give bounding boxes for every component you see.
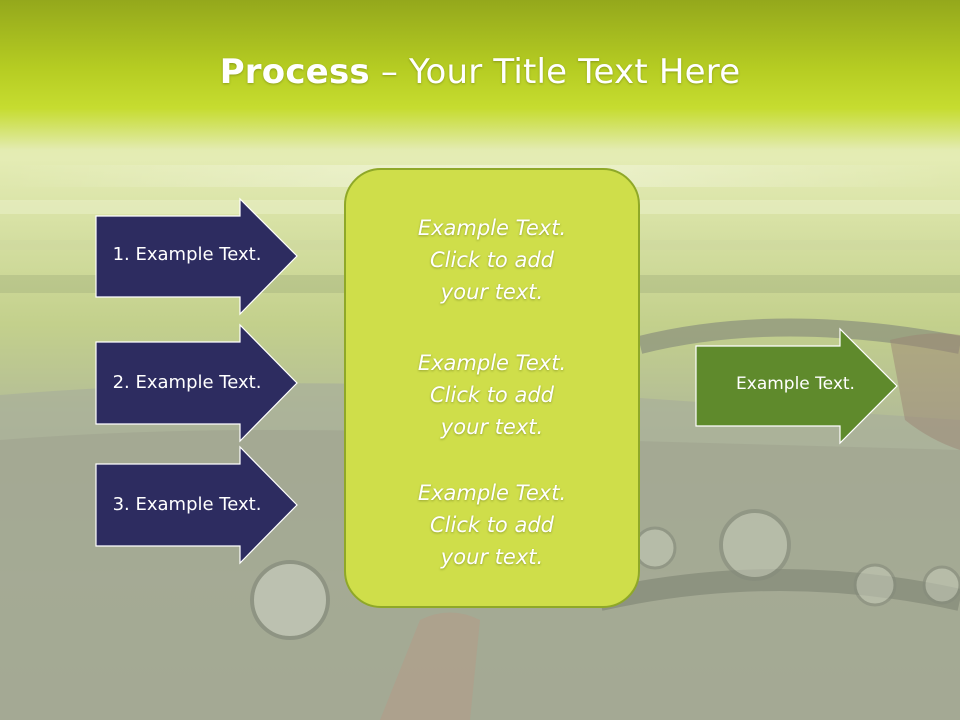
- slide-title[interactable]: Process – Your Title Text Here: [0, 52, 960, 92]
- result-label[interactable]: Example Text.: [736, 374, 855, 394]
- center-line: Click to add: [429, 248, 554, 272]
- center-box: [344, 168, 640, 608]
- step-3-arrow: [95, 445, 298, 565]
- title-band: [0, 0, 960, 150]
- step-1-label[interactable]: 1. Example Text.: [112, 244, 262, 265]
- center-line: Example Text.: [417, 481, 567, 505]
- step-2-arrow: [95, 323, 298, 443]
- center-line: your text.: [440, 545, 544, 569]
- step-1-arrow: [95, 197, 298, 316]
- result-arrow: [695, 327, 898, 445]
- title-rest: – Your Title Text Here: [369, 52, 741, 92]
- step-3-label[interactable]: 3. Example Text.: [112, 494, 262, 515]
- center-line: your text.: [440, 415, 544, 439]
- center-text-block-2[interactable]: Example Text. Click to add your text.: [345, 347, 639, 443]
- center-text-block-3[interactable]: Example Text. Click to add your text.: [345, 477, 639, 573]
- center-text-block-1[interactable]: Example Text. Click to add your text.: [345, 212, 639, 308]
- center-line: Example Text.: [417, 351, 567, 375]
- title-bold: Process: [219, 52, 370, 92]
- center-line: your text.: [440, 280, 544, 304]
- center-line: Example Text.: [417, 216, 567, 240]
- step-2-label[interactable]: 2. Example Text.: [112, 372, 262, 393]
- center-line: Click to add: [429, 383, 554, 407]
- center-line: Click to add: [429, 513, 554, 537]
